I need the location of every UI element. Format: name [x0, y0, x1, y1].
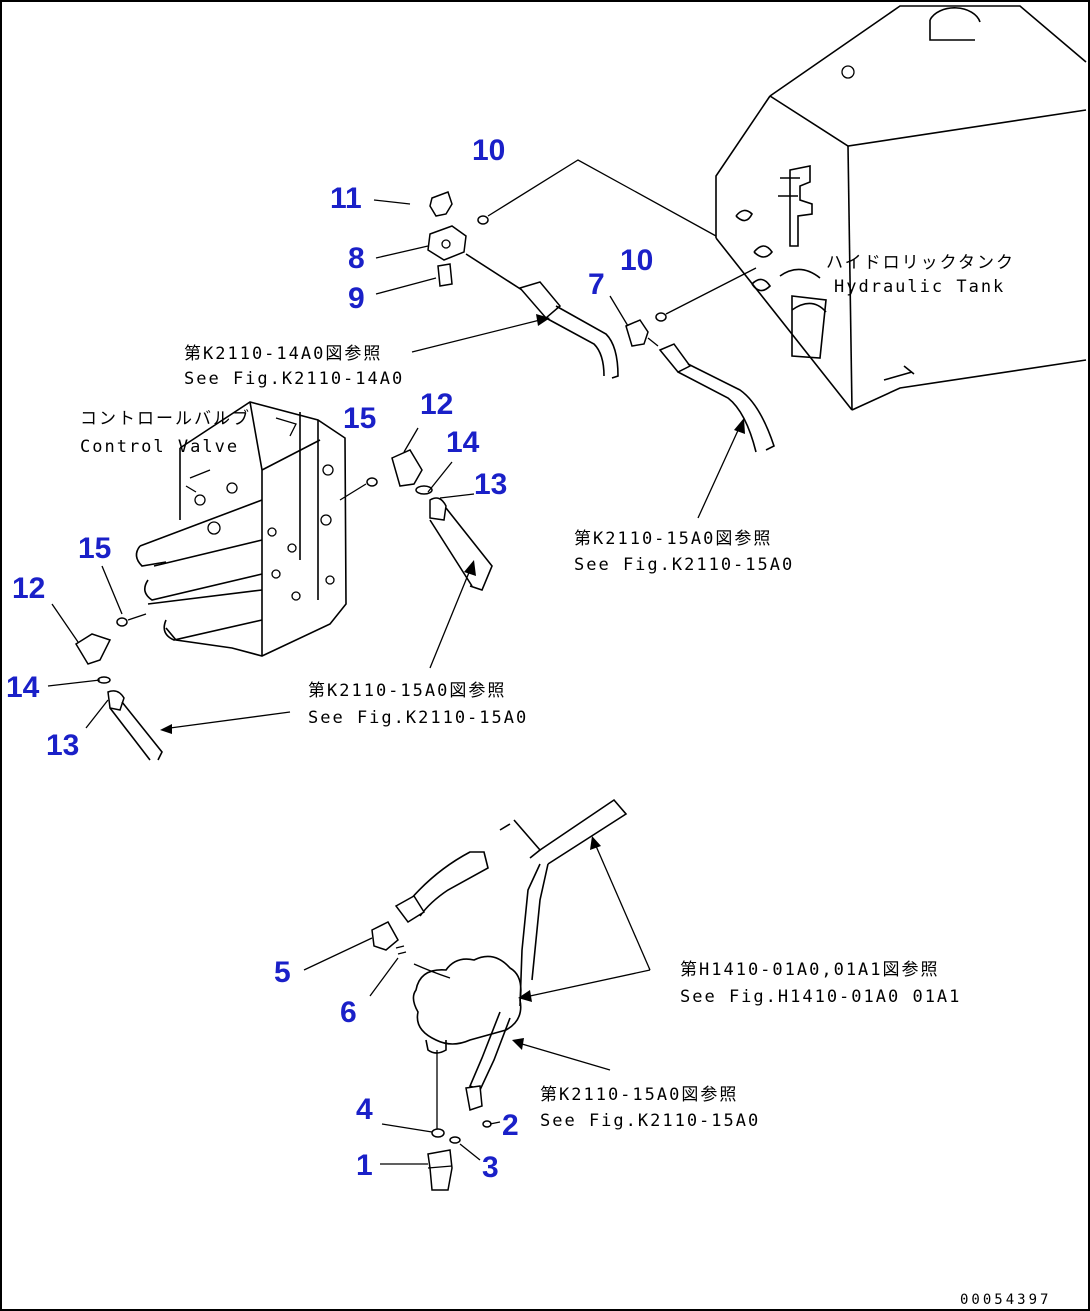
ref-k2110-15a0-bottom-en: See Fig.K2110-15A0	[540, 1111, 760, 1131]
part-number-12-left: 12	[12, 572, 45, 605]
ref-k2110-14a0-ja: 第K2110-14A0図参照	[184, 344, 382, 364]
part-number-12-right: 12	[420, 388, 453, 421]
part-number-15-right: 15	[343, 402, 376, 435]
leader-lines	[47, 199, 629, 1165]
valve-left-fittings	[74, 613, 163, 761]
ref-k2110-15a0-left-ja: 第K2110-15A0図参照	[308, 681, 506, 701]
ref-h1410-ja: 第H1410-01A0,01A1図参照	[680, 960, 940, 980]
reference-arrows	[160, 314, 745, 1071]
part-number-4: 4	[356, 1093, 373, 1126]
control-valve	[135, 401, 347, 657]
part-number-9: 9	[348, 282, 365, 315]
part-number-13-left: 13	[46, 729, 79, 762]
ref-k2110-15a0-bottom-ja: 第K2110-15A0図参照	[540, 1085, 738, 1105]
valve-label-en: Control Valve	[80, 437, 239, 457]
tank-label-en: Hydraulic Tank	[834, 277, 1005, 297]
part-number-8: 8	[348, 242, 365, 275]
part-number-10-top: 10	[472, 134, 505, 167]
part-number-1: 1	[356, 1149, 373, 1182]
ref-k2110-15a0-left-en: See Fig.K2110-15A0	[308, 708, 528, 728]
part-number-13-right: 13	[474, 468, 507, 501]
drawing-code: 00054397	[960, 1292, 1051, 1308]
part-number-11: 11	[330, 182, 362, 215]
part-number-3: 3	[482, 1151, 499, 1184]
ref-h1410-en: See Fig.H1410-01A0 01A1	[680, 987, 961, 1007]
part-number-10-mid: 10	[620, 244, 653, 277]
ref-k2110-15a0-right-en: See Fig.K2110-15A0	[574, 555, 794, 575]
part-number-14-left: 14	[6, 671, 40, 704]
lower-assembly	[371, 798, 628, 1191]
part-number-2: 2	[502, 1109, 519, 1142]
valve-right-fittings	[339, 449, 493, 591]
tank-label-ja: ハイドロリックタンク	[826, 253, 1015, 273]
part-number-5: 5	[274, 956, 291, 989]
ref-k2110-14a0-en: See Fig.K2110-14A0	[184, 369, 404, 389]
hydraulic-tank	[715, 5, 1087, 411]
valve-label-ja: コントロールバルブ	[80, 408, 251, 429]
ref-k2110-15a0-right-ja: 第K2110-15A0図参照	[574, 529, 772, 549]
upper-fittings	[427, 159, 775, 453]
part-number-6: 6	[340, 996, 357, 1029]
part-number-7: 7	[588, 268, 605, 301]
part-number-14-right: 14	[446, 426, 480, 459]
part-number-15-left: 15	[78, 532, 111, 565]
